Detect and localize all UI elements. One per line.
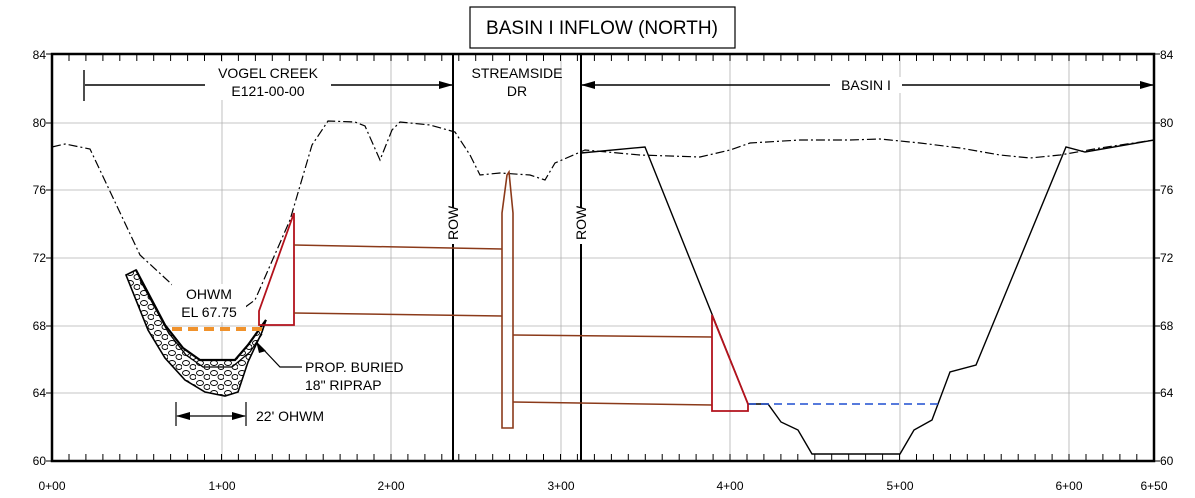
- y-label: 68: [1160, 319, 1174, 333]
- plot-frame: [50, 52, 1156, 463]
- vogel-label-line2: E121-00-00: [231, 83, 304, 99]
- ohwm-label-bg: [172, 284, 246, 322]
- y-label: 76: [33, 183, 47, 197]
- riprap-inner-line: [139, 279, 263, 368]
- basin-label: BASIN I: [841, 77, 891, 93]
- proposed-grade-line: [580, 139, 1155, 455]
- y-axis-labels-right: 60 64 68 72 76 80 84: [1160, 48, 1174, 468]
- y-label: 84: [33, 48, 47, 62]
- ohwm-width-label: 22' OHWM: [256, 408, 324, 424]
- y-label: 80: [33, 116, 47, 130]
- riprap-leader-arrowhead: [256, 341, 266, 353]
- x-label: 3+00: [547, 479, 574, 493]
- x-label: 0+00: [38, 479, 65, 493]
- y-label: 64: [1160, 386, 1174, 400]
- outlet-headwall: [711, 314, 749, 412]
- existing-ground-line: [51, 120, 1155, 319]
- y-axis-labels-left: 60 64 68 72 76 80 84: [33, 48, 47, 468]
- y-label: 68: [33, 319, 47, 333]
- ohwm-label-line2: EL 67.75: [181, 304, 237, 320]
- x-label: 1+00: [208, 479, 235, 493]
- y-label: 80: [1160, 116, 1174, 130]
- streamside-label-line1: STREAMSIDE: [471, 65, 562, 81]
- riprap-leader: [261, 347, 302, 368]
- y-label: 60: [33, 454, 47, 468]
- ohwm-label-line1: OHWM: [186, 286, 232, 302]
- junction-structure: [501, 169, 514, 429]
- pipe-upper: [293, 244, 503, 250]
- y-label: 64: [33, 386, 47, 400]
- vogel-label-line1: VOGEL CREEK: [218, 65, 319, 81]
- x-label: 5+00: [886, 479, 913, 493]
- drawing-title: BASIN I INFLOW (NORTH): [486, 18, 718, 39]
- y-label: 72: [1160, 251, 1174, 265]
- riprap-label-line1: PROP. BURIED: [305, 359, 404, 375]
- y-label: 76: [1160, 183, 1174, 197]
- basin-label-bg: [830, 77, 902, 93]
- pipe-bottom: [512, 401, 713, 406]
- pipe-lower-a: [293, 312, 503, 317]
- row-label-bg: [438, 208, 468, 244]
- y-label: 72: [33, 251, 47, 265]
- title-box: [469, 6, 736, 49]
- channel-bed-line: [135, 269, 267, 362]
- riprap-label-line2: 18" RIPRAP: [305, 377, 382, 393]
- x-label: 6+00: [1055, 479, 1082, 493]
- x-label: 4+00: [716, 479, 743, 493]
- row-label-east: ROW: [573, 205, 589, 240]
- vogel-label-bg: [205, 62, 331, 100]
- y-label: 60: [1160, 454, 1174, 468]
- y-label: 84: [1160, 48, 1174, 62]
- streamside-label-line2: DR: [507, 83, 527, 99]
- pipe-lower-b: [512, 334, 713, 338]
- x-label: 6+50: [1140, 479, 1167, 493]
- x-label: 2+00: [377, 479, 404, 493]
- row-label-west: ROW: [445, 205, 461, 240]
- row-label-bg: [566, 208, 596, 244]
- x-axis-labels: 0+00 1+00 2+00 3+00 4+00 5+00 6+00 6+50: [38, 479, 1167, 493]
- inlet-headwall: [258, 212, 295, 326]
- x-minor-ticks: [46, 53, 1160, 462]
- grid: [52, 54, 1154, 461]
